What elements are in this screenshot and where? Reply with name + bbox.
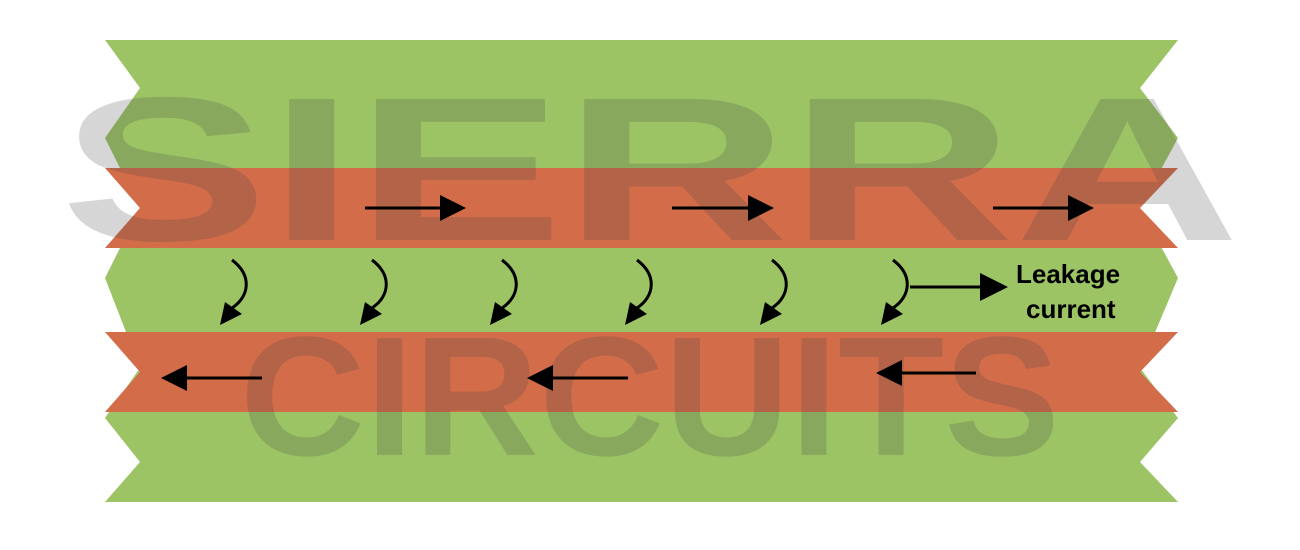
leakage-arrow bbox=[490, 258, 518, 325]
leakage-label-pointer bbox=[910, 273, 1008, 301]
return-current-arrow bbox=[876, 360, 976, 386]
lower-conductor-trace bbox=[105, 332, 1178, 412]
forward-current-arrow bbox=[365, 195, 466, 221]
forward-current-arrow bbox=[672, 195, 774, 221]
watermark-line-1: SIERRA bbox=[60, 55, 1240, 284]
leakage-arrow bbox=[760, 258, 788, 325]
forward-current-arrows bbox=[365, 195, 1094, 221]
leakage-arrow bbox=[625, 258, 653, 325]
leakage-arrows bbox=[220, 258, 909, 325]
leakage-current-label-line-1: Leakage bbox=[1016, 259, 1120, 289]
return-current-arrows bbox=[161, 360, 976, 391]
watermark-line-2: CIRCUITS bbox=[240, 302, 1060, 492]
leakage-current-label-line-2: current bbox=[1026, 294, 1116, 324]
upper-conductor-trace bbox=[105, 168, 1178, 248]
leakage-arrow bbox=[360, 258, 388, 325]
return-current-arrow bbox=[527, 365, 628, 391]
forward-current-arrow bbox=[993, 195, 1094, 221]
leakage-arrow bbox=[220, 258, 248, 325]
return-current-arrow bbox=[161, 365, 262, 391]
leakage-arrow bbox=[881, 258, 909, 325]
